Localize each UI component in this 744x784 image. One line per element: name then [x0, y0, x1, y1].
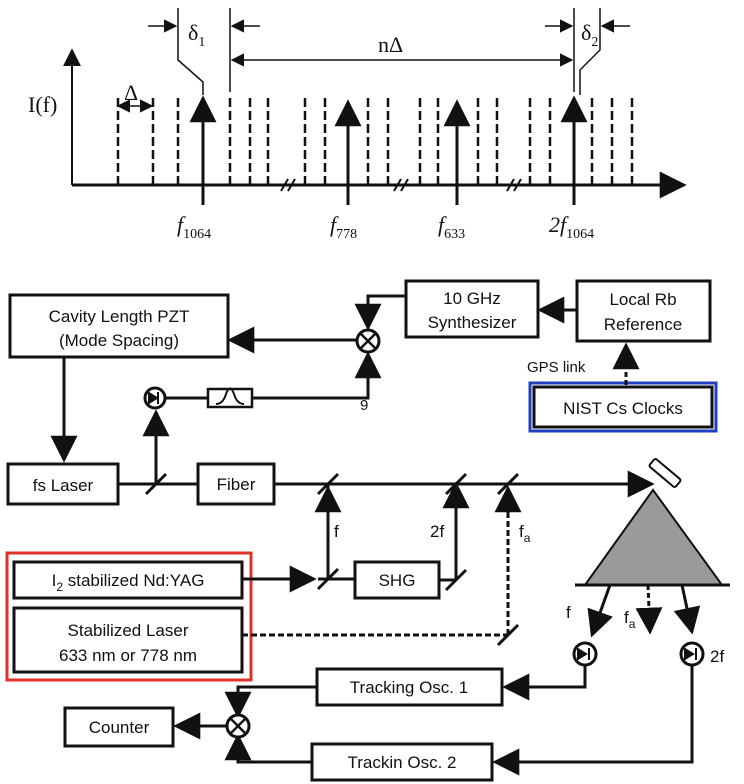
f1064-label: f1064	[177, 212, 211, 242]
rb-reference-box	[575, 279, 712, 343]
mirror-fa	[496, 472, 520, 496]
stabilized-laser-line1: Stabilized Laser	[68, 621, 189, 640]
delta1-label: δ1	[188, 20, 205, 50]
pzt-label-line1: Cavity Length PZT	[49, 307, 190, 326]
nist-clocks-box	[532, 385, 714, 429]
beam-splitter	[144, 472, 168, 496]
shg-label: SHG	[379, 571, 416, 590]
ndyag-box	[12, 560, 244, 600]
mixer-bottom	[225, 713, 251, 739]
intensity-label: I(f)	[28, 92, 57, 117]
n-delta-label: nΔ	[378, 32, 403, 57]
synthesizer-box	[404, 279, 540, 339]
out-f-label: f	[566, 603, 571, 622]
counter-box	[63, 706, 175, 748]
synth-label-line2: Synthesizer	[428, 313, 517, 332]
mirrors	[144, 472, 520, 647]
out-fa-label: fa	[624, 608, 636, 631]
ndyag-label: I2 stabilized Nd:YAG	[52, 571, 205, 594]
tracking-osc2-label: Trackin Osc. 2	[348, 753, 457, 772]
lasers-highlight-border	[5, 551, 253, 682]
stabilized-laser-line2: 633 nm or 778 nm	[59, 646, 197, 665]
photodetector-f	[572, 641, 598, 667]
cavity-pzt-box	[8, 293, 230, 359]
gps-link-label: GPS link	[527, 359, 586, 376]
axis-break	[506, 178, 522, 192]
combiner-mirror	[316, 567, 340, 591]
fiber-label: Fiber	[217, 475, 256, 494]
f778-label: f778	[330, 212, 357, 242]
shg-mirror	[444, 568, 468, 592]
photodetector-2f	[679, 641, 705, 667]
mirror-2f	[444, 472, 468, 496]
delta1-bracket	[177, 8, 204, 95]
delta2-bracket	[579, 8, 601, 95]
fiber-box	[196, 462, 276, 506]
axis-break	[280, 178, 296, 192]
counter-label: Counter	[89, 718, 150, 737]
tiny-label: 9	[360, 397, 368, 414]
rb-label-line2: Reference	[604, 315, 682, 334]
shg-box	[353, 560, 441, 600]
delta2-label: δ2	[581, 20, 598, 50]
comb-spectrum	[63, 8, 687, 205]
rb-label-line1: Local Rb	[609, 290, 676, 309]
axis-break	[393, 178, 409, 192]
mixer-top	[355, 328, 381, 354]
bandpass-filter	[206, 387, 254, 409]
beam-fa-label: fa	[519, 522, 531, 545]
nist-highlight-border	[528, 381, 718, 433]
f2-1064-label: 2f1064	[549, 212, 594, 242]
beam-f-label: f	[334, 522, 339, 541]
spacing-label: Δ	[124, 80, 138, 105]
block-boxes	[6, 279, 712, 782]
photodetector-rep	[143, 386, 167, 410]
comb-lines	[116, 98, 634, 185]
stabilized-laser-box	[12, 606, 244, 674]
pzt-label-line2: (Mode Spacing)	[59, 331, 179, 350]
nist-label: NIST Cs Clocks	[563, 399, 683, 418]
beam-2f-label: 2f	[430, 522, 444, 541]
fa-mirror	[496, 623, 520, 647]
out-2f-label: 2f	[710, 647, 724, 666]
tracking-osc1-box	[315, 667, 504, 707]
prism	[583, 488, 724, 586]
grating	[648, 458, 682, 488]
synth-label-line1: 10 GHz	[443, 289, 501, 308]
f633-label: f633	[438, 212, 465, 242]
mirror-f	[316, 472, 340, 496]
fs-laser-label: fs Laser	[33, 476, 94, 495]
connections	[50, 294, 701, 776]
tracking-osc1-label: Tracking Osc. 1	[350, 678, 468, 697]
